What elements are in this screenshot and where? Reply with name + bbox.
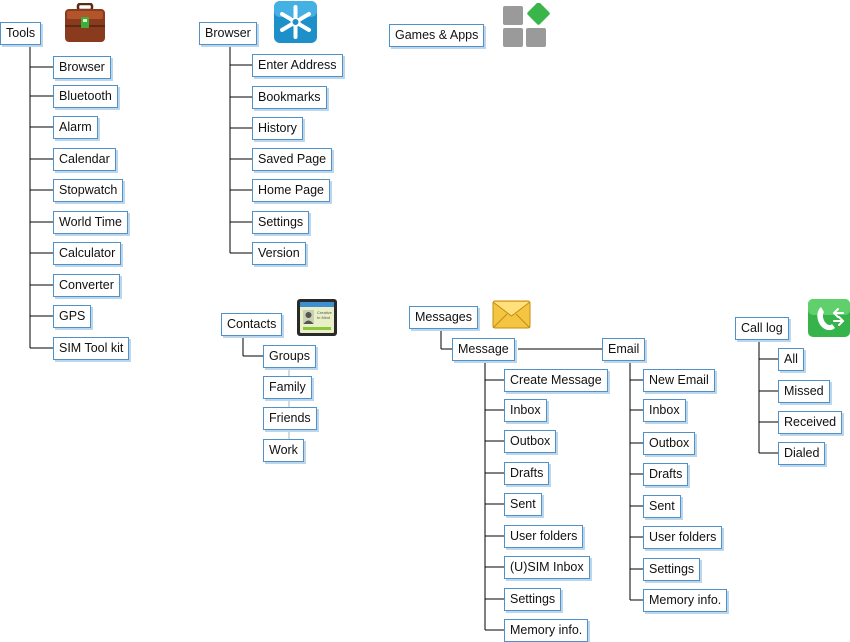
contact-card-text-1: Creative [317, 310, 333, 315]
browser-item-enter-address[interactable]: Enter Address [252, 54, 343, 77]
message-item-drafts[interactable]: Drafts [504, 462, 550, 485]
message-item-usim-inbox[interactable]: (U)SIM Inbox [504, 556, 590, 579]
tools-node[interactable]: Tools [0, 22, 42, 45]
email-item-memory-info[interactable]: Memory info. [643, 589, 728, 612]
browser-item-history[interactable]: History [252, 117, 303, 140]
contact-card-icon: Creative In Mind [297, 299, 337, 336]
browser-item-settings[interactable]: Settings [252, 211, 310, 234]
groups-item-work[interactable]: Work [263, 439, 304, 462]
message-item-sent[interactable]: Sent [504, 493, 542, 516]
contact-card-text-2: In Mind [317, 315, 330, 320]
message-item-settings[interactable]: Settings [504, 588, 562, 611]
messages-node[interactable]: Messages [409, 306, 478, 329]
browser-star-icon [274, 1, 317, 43]
email-item-new-email[interactable]: New Email [643, 369, 715, 392]
tools-item-calendar[interactable]: Calendar [53, 148, 116, 171]
email-node[interactable]: Email [602, 338, 646, 361]
apps-grid-icon [503, 3, 550, 47]
message-item-memory-info[interactable]: Memory info. [504, 619, 589, 642]
games-apps-node[interactable]: Games & Apps [389, 24, 485, 47]
tools-item-stopwatch[interactable]: Stopwatch [53, 179, 124, 202]
tools-item-alarm[interactable]: Alarm [53, 116, 98, 139]
message-item-inbox[interactable]: Inbox [504, 399, 547, 422]
tools-item-world-time[interactable]: World Time [53, 211, 128, 234]
message-item-create-message[interactable]: Create Message [504, 369, 608, 392]
call-log-item-all[interactable]: All [778, 348, 804, 371]
browser-node[interactable]: Browser [199, 22, 257, 45]
tools-item-calculator[interactable]: Calculator [53, 242, 122, 265]
groups-item-friends[interactable]: Friends [263, 407, 317, 430]
call-log-icon [808, 299, 850, 337]
email-item-outbox[interactable]: Outbox [643, 432, 696, 455]
tools-item-gps[interactable]: GPS [53, 305, 92, 328]
tools-item-browser[interactable]: Browser [53, 56, 111, 79]
tools-item-bluetooth[interactable]: Bluetooth [53, 85, 118, 108]
email-item-drafts[interactable]: Drafts [643, 463, 689, 486]
browser-item-version[interactable]: Version [252, 242, 306, 265]
toolbox-icon [65, 3, 105, 42]
groups-item-family[interactable]: Family [263, 376, 312, 399]
email-item-sent[interactable]: Sent [643, 495, 681, 518]
envelope-icon [492, 300, 531, 329]
contacts-groups-node[interactable]: Groups [263, 345, 316, 368]
browser-item-saved-page[interactable]: Saved Page [252, 148, 333, 171]
call-log-item-received[interactable]: Received [778, 411, 843, 434]
contacts-node[interactable]: Contacts [221, 313, 283, 336]
call-log-item-missed[interactable]: Missed [778, 380, 830, 403]
email-item-user-folders[interactable]: User folders [643, 526, 723, 549]
email-item-inbox[interactable]: Inbox [643, 399, 686, 422]
browser-item-bookmarks[interactable]: Bookmarks [252, 86, 327, 109]
call-log-node[interactable]: Call log [735, 317, 789, 340]
message-item-outbox[interactable]: Outbox [504, 430, 557, 453]
message-item-user-folders[interactable]: User folders [504, 525, 584, 548]
message-node[interactable]: Message [452, 338, 515, 361]
tools-item-sim-tool-kit[interactable]: SIM Tool kit [53, 337, 130, 360]
email-item-settings[interactable]: Settings [643, 558, 701, 581]
browser-item-home-page[interactable]: Home Page [252, 179, 331, 202]
tools-item-converter[interactable]: Converter [53, 274, 120, 297]
call-log-item-dialed[interactable]: Dialed [778, 442, 826, 465]
